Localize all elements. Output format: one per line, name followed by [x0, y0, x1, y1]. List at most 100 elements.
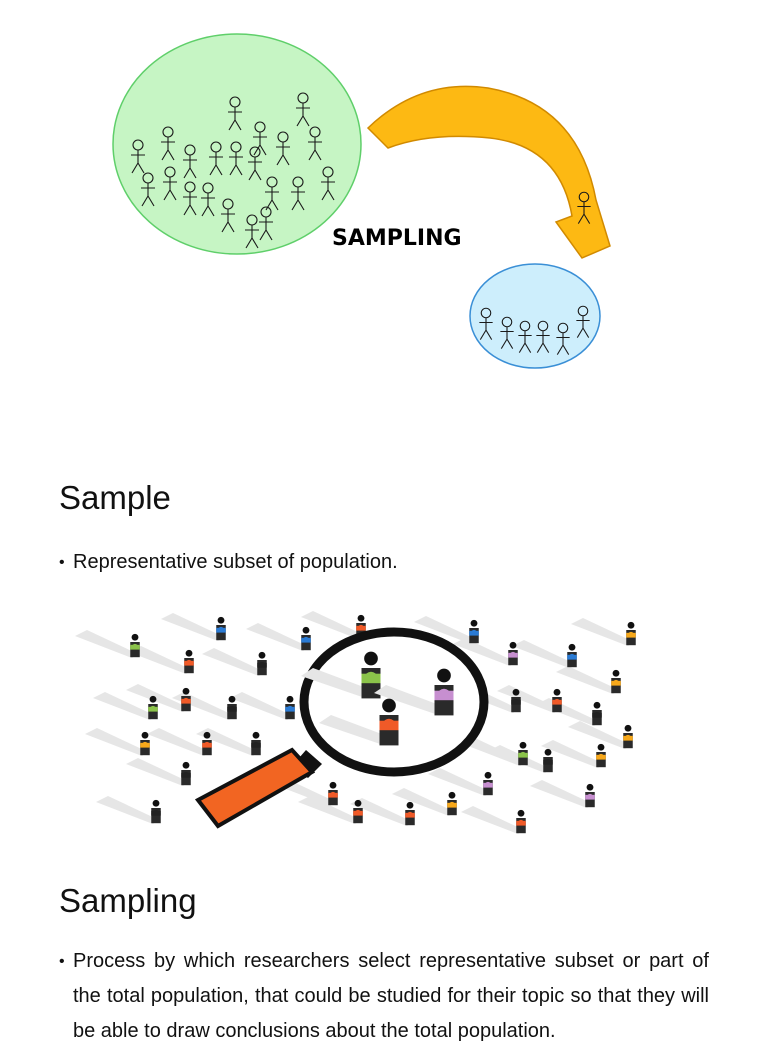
- person-icon: [140, 731, 150, 756]
- sample-definition: Representative subset of population.: [73, 551, 398, 573]
- stick-figure-icon: [209, 141, 223, 176]
- person-icon: [130, 633, 140, 658]
- person-shadow: [75, 630, 138, 658]
- person-icon: [151, 799, 161, 824]
- stick-figure-icon: [577, 191, 591, 224]
- sampling-heading: Sampling: [59, 882, 197, 919]
- person-shadow: [453, 638, 516, 666]
- stick-figure-icon: [556, 322, 570, 355]
- person-shadow: [298, 796, 361, 824]
- stick-figure-icon: [259, 206, 273, 241]
- magnifier-illustration: [75, 611, 636, 834]
- person-shadow: [537, 698, 600, 726]
- person-icon: [227, 695, 237, 720]
- person-shadow: [93, 692, 156, 720]
- sampling-bullet: • Process by which researchers select re…: [59, 944, 709, 1049]
- sample-circle: [469, 263, 601, 369]
- stick-figure-icon: [163, 166, 177, 201]
- person-icon: [508, 641, 518, 666]
- stick-figure-icon: [183, 144, 197, 179]
- stick-figure-icon: [141, 172, 155, 207]
- person-icon: [405, 801, 415, 826]
- person-icon: [483, 771, 493, 796]
- person-icon: [353, 799, 363, 824]
- sample-heading: Sample: [59, 479, 171, 516]
- person-shadow: [196, 728, 259, 756]
- person-icon: [611, 669, 621, 694]
- person-shadow: [530, 780, 593, 808]
- person-shadow: [301, 611, 364, 639]
- stick-figure-icon: [518, 320, 532, 353]
- person-shadow: [126, 684, 189, 712]
- population-circle: [112, 33, 362, 255]
- person-icon: [469, 619, 479, 644]
- sampling-label: SAMPLING: [332, 226, 462, 251]
- person-icon: [585, 783, 595, 808]
- person-shadow: [230, 692, 293, 720]
- magnifier-handle: [194, 747, 316, 829]
- person-shadow: [428, 768, 491, 796]
- person-icon: [592, 701, 602, 726]
- stick-figure-icon: [228, 96, 242, 131]
- population-figures: [131, 92, 335, 249]
- magnifying-glass-icon: [194, 747, 322, 829]
- person-shadow: [246, 623, 309, 651]
- person-shadow: [147, 728, 210, 756]
- lens-people: [301, 651, 454, 746]
- person-shadow: [461, 806, 524, 834]
- person-icon: [626, 621, 636, 646]
- stick-figure-icon: [276, 131, 290, 166]
- person-icon: [434, 668, 454, 716]
- person-shadow: [129, 646, 192, 674]
- stick-figure-icon: [500, 316, 514, 349]
- curved-arrow-icon: [366, 85, 611, 259]
- person-icon: [623, 724, 633, 749]
- sample-bullet: • Representative subset of population.: [59, 545, 709, 580]
- person-shadow: [512, 640, 575, 668]
- stick-figure-icon: [479, 307, 493, 340]
- person-shadow: [568, 721, 631, 749]
- person-icon: [257, 651, 267, 676]
- person-icon: [148, 695, 158, 720]
- person-icon: [301, 626, 311, 651]
- stick-figure-icon: [248, 146, 262, 181]
- stick-figure-icon: [253, 121, 267, 156]
- person-shadow: [202, 648, 265, 676]
- bullet-dot: •: [59, 953, 65, 970]
- person-icon: [328, 781, 338, 806]
- person-shadow: [161, 613, 224, 641]
- person-shadow: [392, 788, 455, 816]
- stick-figure-icon: [183, 181, 197, 216]
- person-icon: [216, 616, 226, 641]
- stick-figure-icon: [221, 198, 235, 233]
- person-icon: [181, 761, 191, 786]
- stick-figure-icon: [201, 182, 215, 217]
- person-icon: [181, 687, 191, 712]
- person-icon: [379, 698, 399, 746]
- person-icon: [361, 651, 381, 699]
- person-shadow: [571, 618, 634, 646]
- stick-figure-icon: [308, 126, 322, 161]
- sampling-diagram: SAMPLING: [112, 33, 611, 369]
- stick-figure-icon: [245, 214, 259, 249]
- person-icon: [518, 741, 528, 766]
- person-icon: [285, 695, 295, 720]
- person-icon: [543, 748, 553, 773]
- stick-figure-icon: [161, 126, 175, 161]
- person-icon: [516, 809, 526, 834]
- person-icon: [251, 731, 261, 756]
- sampling-definition: Process by which researchers select repr…: [73, 950, 709, 1042]
- person-shadow: [96, 796, 159, 824]
- person-shadow: [414, 616, 477, 644]
- person-icon: [596, 743, 606, 768]
- sample-figures: [479, 305, 590, 355]
- person-shadow: [541, 740, 604, 768]
- person-shadow: [126, 758, 189, 786]
- stick-figure-icon: [265, 176, 279, 211]
- crowd-people: [130, 614, 636, 834]
- bullet-dot: •: [59, 554, 65, 571]
- stick-figure-icon: [291, 176, 305, 211]
- person-shadow: [556, 666, 619, 694]
- person-shadow: [350, 798, 413, 826]
- stick-figure-icon: [296, 92, 310, 127]
